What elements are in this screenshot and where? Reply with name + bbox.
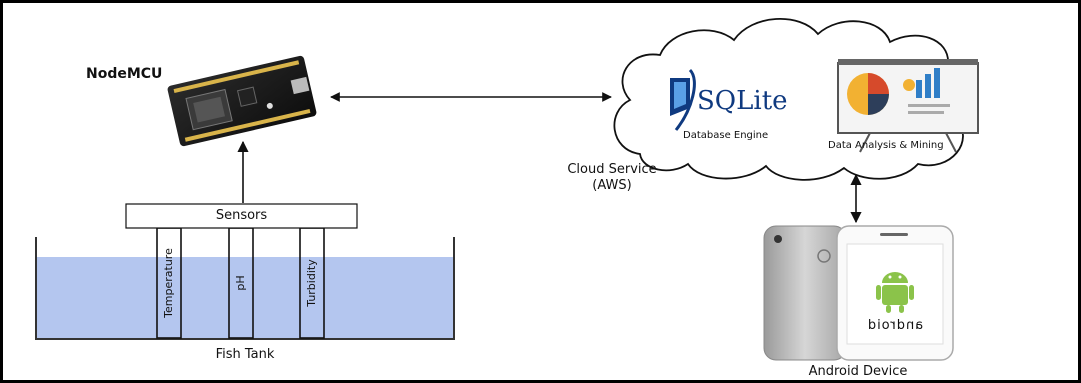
nodemcu-board-icon (167, 55, 317, 147)
android-device-label: Android Device (808, 364, 908, 379)
tank-water (36, 257, 454, 339)
probe-temperature-label: Temperature (162, 248, 175, 318)
probe-ph-label: pH (234, 275, 247, 291)
data-analysis-caption: Data Analysis & Mining (828, 140, 944, 151)
sqlite-wordmark: SQLite (697, 86, 788, 116)
sensors-label: Sensors (215, 208, 268, 223)
tank-outline (35, 237, 455, 340)
android-wordmark: android (866, 318, 924, 333)
sqlite-logo-icon (670, 68, 696, 131)
probe-turbidity-label: Turbidity (305, 259, 318, 307)
android-phone-icon (763, 225, 954, 361)
cloud-service-line1: Cloud Service (567, 162, 657, 177)
nodemcu-label: NodeMCU (86, 66, 163, 82)
fish-tank-label: Fish Tank (215, 347, 275, 362)
cloud-service-label: Cloud Service (AWS) (537, 162, 687, 194)
database-engine-caption: Database Engine (683, 130, 769, 141)
sensors-box (125, 203, 358, 229)
cloud-service-line2: (AWS) (592, 178, 632, 193)
data-analysis-icon (837, 59, 979, 153)
